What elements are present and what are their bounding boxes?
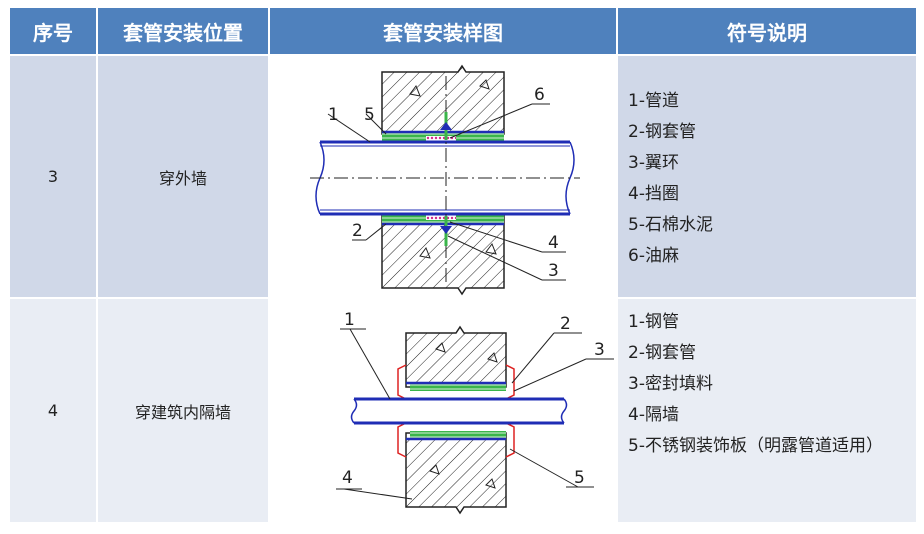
- legend-item: 5-石棉水泥: [628, 215, 713, 235]
- callout-1: 1: [344, 310, 355, 330]
- row3-diagram: 1 2 3 4 5 6: [270, 56, 616, 297]
- callout-2: 2: [560, 314, 571, 334]
- legend-item: 3-翼环: [628, 153, 679, 173]
- sealing-filler-upper: [410, 383, 506, 391]
- row3-legend: 1-管道 2-钢套管 3-翼环 4-挡圈 5-石棉水泥 6-油麻: [618, 56, 916, 297]
- wall-lower: [381, 215, 505, 296]
- callout-6: 6: [534, 85, 545, 105]
- row4-legend: 1-钢管 2-钢套管 3-密封填料 4-隔墙 5-不锈钢装饰板（明露管道适用）: [618, 299, 916, 522]
- row3-position: 穿外墙: [98, 56, 268, 297]
- legend-item: 5-不锈钢装饰板（明露管道适用）: [628, 436, 883, 456]
- callout-2: 2: [352, 221, 363, 241]
- callout-3: 3: [594, 340, 605, 360]
- legend-item: 2-钢套管: [628, 122, 696, 142]
- row4-no: 4: [10, 299, 96, 522]
- pipe-body: [354, 399, 564, 423]
- legend-item: 2-钢套管: [628, 343, 696, 363]
- outer-wall-sleeve-drawing: 1 2 3 4 5 6: [310, 64, 580, 296]
- legend-item: 6-油麻: [628, 246, 679, 266]
- callout-4: 4: [548, 233, 559, 253]
- inner-wall-sleeve-drawing: 1 2 3 4 5: [336, 310, 614, 515]
- row3-no: 3: [10, 56, 96, 297]
- legend-item: 1-管道: [628, 91, 679, 111]
- callout-1: 1: [328, 105, 339, 125]
- wall-upper: [381, 64, 505, 135]
- legend-item: 3-密封填料: [628, 374, 713, 394]
- sleeve-install-table: 序号 套管安装位置 套管安装样图 符号说明 3 穿外墙: [10, 8, 916, 522]
- callout-5: 5: [364, 105, 375, 125]
- legend-item: 4-隔墙: [628, 405, 679, 425]
- oil-hemp-lower: [426, 214, 456, 220]
- callout-5: 5: [574, 468, 585, 488]
- wall-lower: [405, 432, 507, 515]
- header-legend: 符号说明: [618, 8, 916, 54]
- legend-item: 4-挡圈: [628, 184, 679, 204]
- legend-item: 1-钢管: [628, 312, 679, 332]
- callout-3: 3: [548, 261, 559, 281]
- header-diagram: 套管安装样图: [270, 8, 616, 54]
- row4-position: 穿建筑内隔墙: [98, 299, 268, 522]
- row4-diagram: 1 2 3 4 5: [270, 299, 616, 522]
- oil-hemp-upper: [426, 136, 456, 142]
- header-no: 序号: [10, 8, 96, 54]
- sealing-filler-lower: [410, 431, 506, 439]
- wall-upper: [405, 325, 507, 388]
- callout-4: 4: [342, 468, 353, 488]
- header-position: 套管安装位置: [98, 8, 268, 54]
